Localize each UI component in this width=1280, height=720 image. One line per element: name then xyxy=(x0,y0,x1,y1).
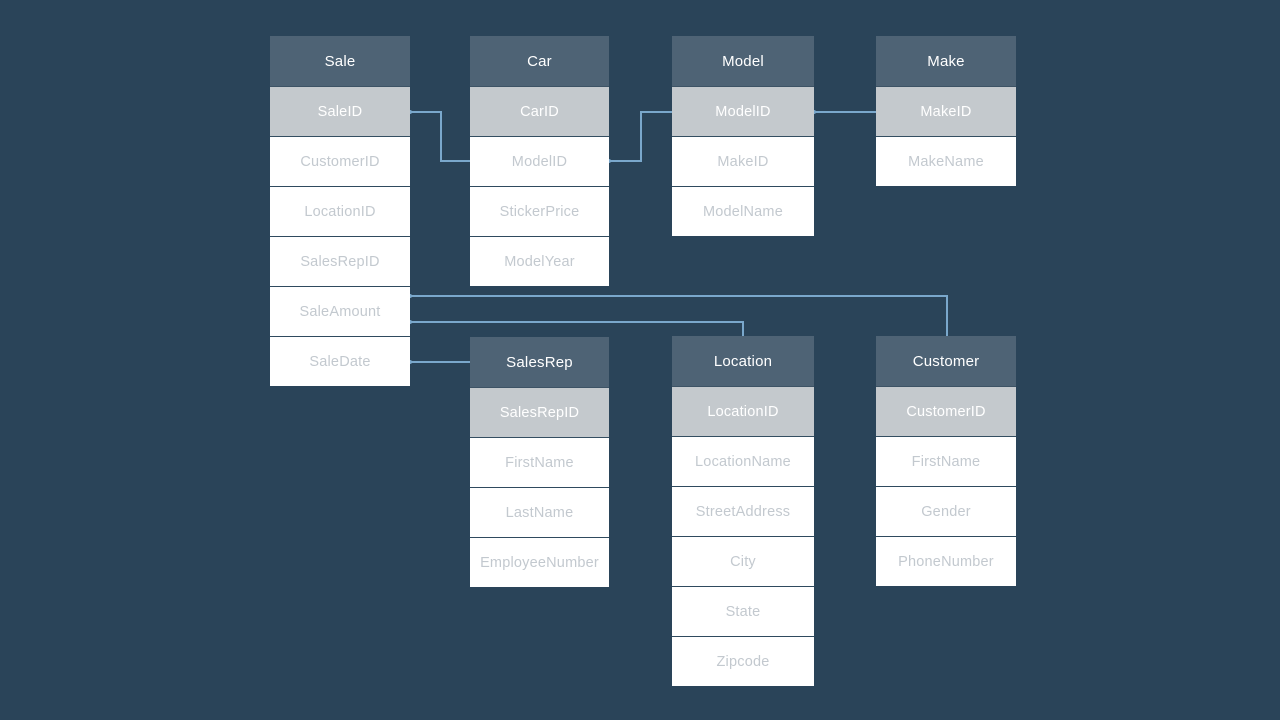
entity-field[interactable]: LocationName xyxy=(672,436,814,486)
entity-field[interactable]: SalesRepID xyxy=(270,236,410,286)
entity-field[interactable]: StreetAddress xyxy=(672,486,814,536)
primary-key-field[interactable]: CustomerID xyxy=(876,386,1016,436)
primary-key-field[interactable]: LocationID xyxy=(672,386,814,436)
primary-key-field[interactable]: SalesRepID xyxy=(470,387,609,437)
entity-field[interactable]: SaleDate xyxy=(270,336,410,386)
entity-field[interactable]: Gender xyxy=(876,486,1016,536)
entity-field[interactable]: City xyxy=(672,536,814,586)
entity-field[interactable]: FirstName xyxy=(470,437,609,487)
entity-field[interactable]: State xyxy=(672,586,814,636)
entity-title: Model xyxy=(672,36,814,86)
entity-field[interactable]: EmployeeNumber xyxy=(470,537,609,587)
primary-key-field[interactable]: ModelID xyxy=(672,86,814,136)
entity-field[interactable]: CustomerID xyxy=(270,136,410,186)
entity-title: SalesRep xyxy=(470,337,609,387)
entity-title: Car xyxy=(470,36,609,86)
entity-title: Customer xyxy=(876,336,1016,386)
relationship-line xyxy=(609,111,672,162)
primary-key-field[interactable]: CarID xyxy=(470,86,609,136)
relationship-line xyxy=(410,321,744,337)
relationship-line xyxy=(410,111,470,162)
entity-field[interactable]: PhoneNumber xyxy=(876,536,1016,586)
entity-field[interactable]: LastName xyxy=(470,487,609,537)
entity-field[interactable]: ModelID xyxy=(470,136,609,186)
entity-field[interactable]: SaleAmount xyxy=(270,286,410,336)
entity-field[interactable]: ModelName xyxy=(672,186,814,236)
entity-field[interactable]: Zipcode xyxy=(672,636,814,686)
primary-key-field[interactable]: MakeID xyxy=(876,86,1016,136)
entity-field[interactable]: FirstName xyxy=(876,436,1016,486)
entity-title: Sale xyxy=(270,36,410,86)
entity-title: Make xyxy=(876,36,1016,86)
entity-title: Location xyxy=(672,336,814,386)
entity-field[interactable]: MakeID xyxy=(672,136,814,186)
entity-field[interactable]: LocationID xyxy=(270,186,410,236)
relationship-line xyxy=(410,295,948,337)
entity-field[interactable]: MakeName xyxy=(876,136,1016,186)
entity-field[interactable]: StickerPrice xyxy=(470,186,609,236)
entity-field[interactable]: ModelYear xyxy=(470,236,609,286)
primary-key-field[interactable]: SaleID xyxy=(270,86,410,136)
